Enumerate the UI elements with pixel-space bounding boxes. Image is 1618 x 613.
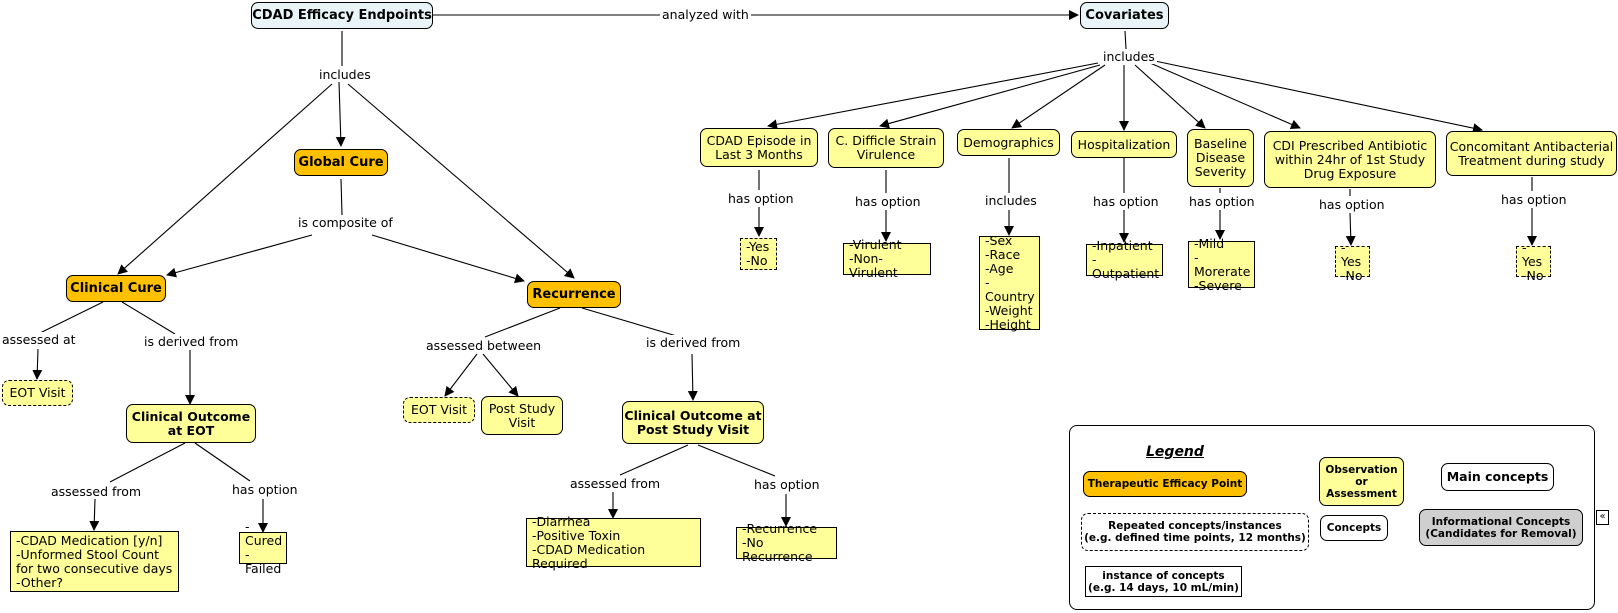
node-baseline-severity[interactable]: Baseline Disease Severity — [1187, 129, 1254, 187]
link-label-is-composite-of: is composite of — [296, 215, 395, 230]
link-label-has-option-episode: has option — [726, 191, 796, 206]
node-post-options[interactable]: -Recurrence -No Recurrence — [736, 522, 837, 564]
legend-repeated-concepts: Repeated concepts/instances (e.g. define… — [1081, 513, 1309, 551]
link-label-includes-left: includes — [317, 67, 373, 82]
node-clinical-outcome-post[interactable]: Clinical Outcome at Post Study Visit — [622, 401, 764, 444]
legend-informational-concepts: Informational Concepts (Candidates for R… — [1419, 509, 1583, 546]
link-label-assessed-from-1: assessed from — [49, 484, 144, 499]
legend-main-concepts: Main concepts — [1441, 463, 1554, 491]
legend-instance-of-concepts: instance of concepts (e.g. 14 days, 10 m… — [1085, 566, 1242, 597]
node-hospitalization[interactable]: Hospitalization — [1071, 131, 1177, 158]
node-demographics-list[interactable]: -Sex -Race -Age -Country -Weight -Height — [979, 234, 1040, 332]
node-post-study-visit[interactable]: Post Study Visit — [481, 396, 563, 435]
node-hospitalization-options[interactable]: -Inpatient -Outpatient — [1086, 239, 1163, 281]
node-eot-visit-1[interactable]: EOT Visit — [2, 380, 73, 406]
node-antibiotic-options[interactable]: -Yes -No — [1335, 240, 1370, 282]
legend-observation-or-assessment: Observation or Assessment — [1319, 457, 1404, 506]
link-label-assessed-at: assessed at — [0, 332, 78, 347]
link-label-is-derived-from-1: is derived from — [142, 334, 241, 349]
link-label-assessed-between: assessed between — [424, 338, 544, 353]
node-clinical-outcome-eot[interactable]: Clinical Outcome at EOT — [126, 404, 256, 443]
link-label-analyzed-with: analyzed with — [660, 7, 751, 22]
legend-therapeutic-efficacy-point: Therapeutic Efficacy Point — [1083, 471, 1247, 497]
link-label-includes-demographics: includes — [983, 193, 1039, 208]
node-eot-assessed-list[interactable]: -CDAD Medication [y/n] -Unformed Stool C… — [10, 531, 179, 592]
node-cdi-antibiotic[interactable]: CDI Prescribed Antibiotic within 24hr of… — [1264, 131, 1436, 188]
node-post-assessed-list[interactable]: -Diarrhea -Positive Toxin -CDAD Medicati… — [526, 514, 701, 570]
link-label-assessed-from-2: assessed from — [568, 476, 663, 491]
node-virulence-options[interactable]: -Virulent -Non-Virulent — [843, 238, 931, 280]
collapse-icon[interactable]: « — [1596, 510, 1609, 525]
node-cdad-episode[interactable]: CDAD Episode in Last 3 Months — [700, 128, 818, 167]
node-concomitant[interactable]: Concomitant Antibacterial Treatment duri… — [1446, 131, 1617, 176]
link-label-has-option-2: has option — [752, 477, 822, 492]
node-cdiff-virulence[interactable]: C. Difficle Strain Virulence — [828, 128, 944, 168]
node-recurrence[interactable]: Recurrence — [527, 281, 621, 308]
node-concomitant-options[interactable]: -Yes -No — [1516, 240, 1551, 282]
node-severity-options[interactable]: -Mild -Morerate -Severe — [1188, 236, 1255, 292]
legend-concepts: Concepts — [1320, 515, 1388, 541]
node-eot-options[interactable]: -Cured -Failed — [239, 520, 287, 576]
link-label-has-option-virulence: has option — [853, 194, 923, 209]
link-label-is-derived-from-2: is derived from — [644, 335, 743, 350]
link-label-includes-right: includes — [1101, 49, 1157, 64]
node-demographics[interactable]: Demographics — [957, 129, 1060, 156]
node-clinical-cure[interactable]: Clinical Cure — [66, 275, 166, 302]
node-global-cure[interactable]: Global Cure — [294, 149, 388, 176]
link-label-has-option-1: has option — [230, 482, 300, 497]
node-eot-visit-2[interactable]: EOT Visit — [403, 397, 475, 423]
link-label-has-option-concomitant: has option — [1499, 192, 1569, 207]
legend-title: Legend — [1146, 444, 1204, 460]
link-label-has-option-hospitalization: has option — [1091, 194, 1161, 209]
link-label-has-option-severity: has option — [1187, 194, 1257, 209]
node-episode-options[interactable]: -Yes -No — [740, 238, 777, 270]
node-covariates[interactable]: Covariates — [1080, 2, 1169, 29]
link-label-has-option-antibiotic: has option — [1317, 197, 1387, 212]
node-cdad-efficacy-endpoints[interactable]: CDAD Efficacy Endpoints — [251, 2, 433, 29]
